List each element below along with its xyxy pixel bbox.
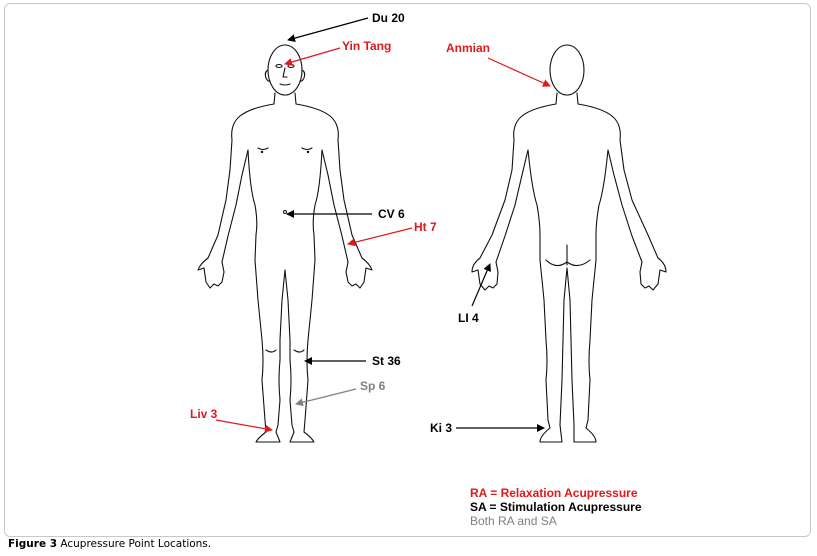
legend-both: Both RA and SA [470, 514, 557, 528]
back-body-figure [472, 45, 666, 442]
li4-arrow [472, 264, 490, 306]
acupressure-diagram: Du 20 Yin Tang CV 6 Ht 7 St 36 Sp 6 Liv … [0, 0, 817, 540]
pointer-arrows [216, 18, 550, 430]
caption-figure-label: Figure 3 [8, 538, 57, 550]
du20-arrow [288, 18, 368, 40]
liv3-arrow [216, 420, 272, 430]
legend: RA = Relaxation Acupressure SA = Stimula… [470, 486, 642, 528]
label-li4: LI 4 [458, 311, 479, 325]
legend-stimulation: SA = Stimulation Acupressure [470, 500, 642, 514]
label-anmian: Anmian [446, 41, 490, 55]
label-du20: Du 20 [372, 11, 405, 25]
label-sp6: Sp 6 [360, 379, 386, 393]
label-cv6: CV 6 [378, 207, 405, 221]
figure-caption: Figure 3 Acupressure Point Locations. [8, 538, 211, 550]
legend-relaxation: RA = Relaxation Acupressure [470, 486, 638, 500]
front-body-figure [198, 45, 372, 442]
label-yin-tang: Yin Tang [342, 39, 391, 53]
sp6-arrow [296, 389, 356, 404]
label-st36: St 36 [372, 354, 401, 368]
ht7-arrow [348, 228, 412, 244]
label-liv3: Liv 3 [190, 407, 218, 421]
anmian-arrow [488, 58, 550, 86]
yin-tang-arrow [285, 48, 340, 64]
label-ht7: Ht 7 [414, 220, 437, 234]
caption-title: Acupressure Point Locations. [60, 538, 211, 550]
label-ki3: Ki 3 [430, 421, 452, 435]
point-labels: Du 20 Yin Tang CV 6 Ht 7 St 36 Sp 6 Liv … [190, 11, 490, 435]
